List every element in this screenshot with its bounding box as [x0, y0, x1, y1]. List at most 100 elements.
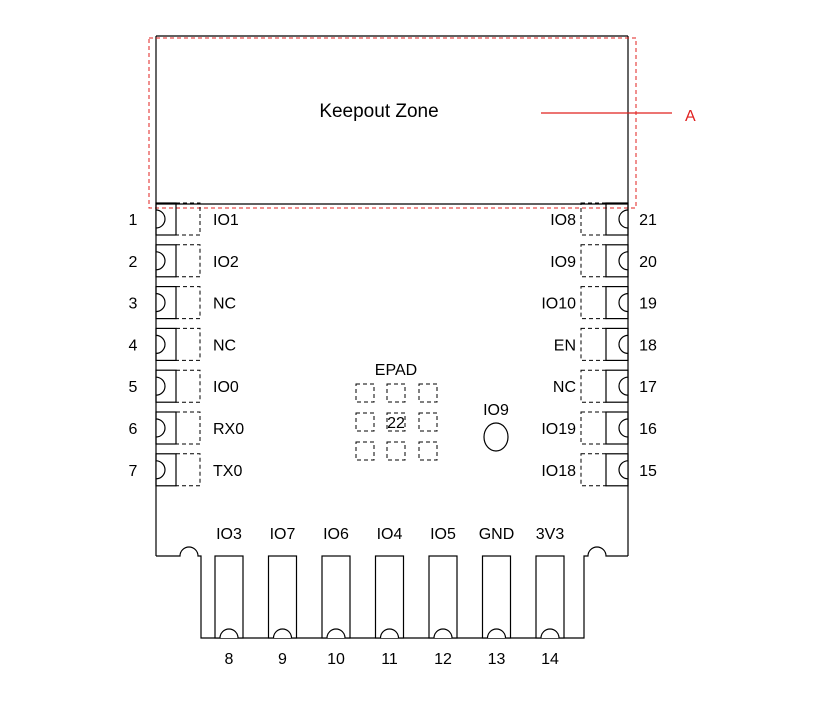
right-pin-pad	[605, 202, 629, 236]
bottom-pin-name: GND	[479, 526, 515, 543]
bottom-pin-castellation	[433, 628, 453, 639]
bottom-pin-castellation	[326, 628, 346, 639]
bottom-pin-name: IO5	[430, 526, 456, 543]
bottom-pin-castellation	[272, 628, 293, 639]
left-pin-castellation	[155, 460, 166, 480]
epad-cell	[418, 441, 438, 461]
bottom-pin-pad	[428, 555, 458, 639]
keepout-zone-rect	[148, 37, 637, 209]
right-pin-name: IO18	[541, 463, 576, 480]
bottom-pin: 3V3 14	[535, 526, 565, 668]
left-pin-number: 5	[129, 379, 138, 396]
bottom-pin-castellation	[379, 628, 400, 639]
right-pin-name: NC	[553, 379, 576, 396]
right-pin-number: 21	[639, 212, 657, 229]
epad-cell	[355, 412, 375, 432]
left-pin-castellation	[155, 376, 166, 396]
left-pin-name: NC	[213, 296, 236, 313]
left-pin-keepout	[175, 411, 201, 445]
right-pin-keepout	[580, 453, 607, 487]
left-pin-number: 3	[129, 296, 138, 313]
bottom-pin-pad	[321, 555, 351, 639]
bottom-pin-name: IO3	[216, 526, 242, 543]
bottom-pin-pad	[374, 555, 405, 639]
left-pin-castellation	[155, 418, 166, 438]
right-pin-castellation	[618, 418, 629, 438]
right-pin-name: EN	[554, 337, 576, 354]
left-pin-keepout	[175, 286, 201, 320]
left-pin-castellation	[155, 334, 166, 354]
bottom-pin: IO7 9	[267, 526, 298, 668]
epad-cell	[418, 383, 438, 403]
left-pin-pad	[155, 453, 177, 487]
bottom-pin-number: 13	[488, 651, 506, 668]
epad-cell	[386, 412, 406, 432]
left-pin-name: RX0	[213, 421, 244, 438]
bottom-pin-pad	[481, 555, 512, 639]
left-pin-castellation	[155, 251, 166, 271]
bottom-pin-number: 8	[225, 651, 234, 668]
left-pin: 4 NC	[129, 327, 236, 361]
bottom-pin-pad	[214, 555, 244, 639]
epad-cell	[355, 441, 375, 461]
left-pin-pad	[155, 369, 177, 403]
left-pin-number: 1	[129, 212, 138, 229]
right-pin-number: 20	[639, 254, 657, 271]
bottom-pin: IO3 8	[214, 526, 244, 668]
right-pin-keepout	[580, 327, 607, 361]
epad-cell	[418, 412, 438, 432]
left-pin-number: 2	[129, 254, 138, 271]
bottom-pin-name: IO7	[270, 526, 296, 543]
right-pin-keepout	[580, 369, 607, 403]
left-pin-keepout	[175, 327, 201, 361]
right-pin-pad	[605, 286, 629, 320]
epad-label: EPAD	[375, 362, 417, 379]
right-pin-keepout	[580, 286, 607, 320]
right-pin-name: IO19	[541, 421, 576, 438]
right-pin-pad	[605, 244, 629, 278]
keepout-marker: A	[685, 108, 696, 125]
bottom-pin-castellation	[486, 628, 507, 639]
left-pin-pad	[155, 244, 177, 278]
left-pin: 3 NC	[129, 286, 236, 320]
bottom-pin-number: 9	[278, 651, 287, 668]
bottom-pin-name: IO4	[377, 526, 403, 543]
bottom-pin-pad	[535, 555, 565, 639]
bottom-pin-number: 14	[541, 651, 559, 668]
epad-cell	[386, 383, 406, 403]
io9-pad-label: IO9	[483, 402, 509, 419]
right-pin-keepout	[580, 202, 607, 236]
left-pin-castellation	[155, 209, 166, 229]
right-pin-castellation	[618, 460, 629, 480]
right-pin-pad	[605, 453, 629, 487]
left-pin-keepout	[175, 369, 201, 403]
epad-number: 22	[387, 415, 405, 432]
bottom-pin-castellation	[540, 628, 560, 639]
left-pin: 5 IO0	[129, 369, 239, 403]
right-pin-castellation	[618, 334, 629, 354]
right-pin-number: 15	[639, 463, 657, 480]
left-pin-name: TX0	[213, 463, 242, 480]
bottom-pin-name: 3V3	[536, 526, 565, 543]
right-pin-number: 18	[639, 337, 657, 354]
bottom-pin-pad	[267, 555, 298, 639]
left-pin-number: 4	[129, 337, 138, 354]
left-pin-keepout	[175, 453, 201, 487]
left-pin-name: NC	[213, 337, 236, 354]
epad-grid	[355, 383, 438, 461]
left-pin-number: 7	[129, 463, 138, 480]
left-pin-name: IO0	[213, 379, 239, 396]
right-pin-pad	[605, 369, 629, 403]
